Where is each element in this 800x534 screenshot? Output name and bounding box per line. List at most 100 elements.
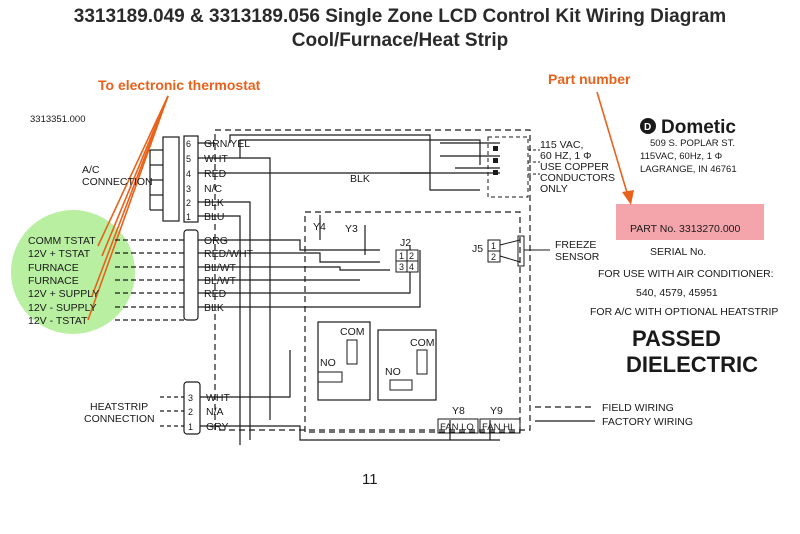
tstat-wire-label: BLK: [204, 302, 224, 314]
ac-pin-number: 2: [186, 198, 191, 208]
tstat-terminal-label: 12V - TSTAT: [28, 315, 88, 327]
passed-label: PASSED: [632, 326, 721, 351]
heatstrip-wire-label: WHT: [206, 392, 230, 404]
heatstrip-wire-label: GRY: [206, 421, 229, 433]
ac-pin-number: 5: [186, 154, 191, 164]
y9-label: Y9: [490, 405, 503, 417]
tstat-wire-label: ORG: [204, 235, 228, 247]
factory-wiring-label: FACTORY WIRING: [602, 416, 693, 428]
page-number: 11: [362, 471, 378, 488]
ac-connector: [149, 135, 199, 223]
heatstrip-pin-number: 3: [188, 393, 193, 403]
heatstrip-pin-number: 1: [188, 422, 193, 432]
part-number-arrow: [596, 91, 634, 205]
serial-number-label: SERIAL No.: [650, 246, 706, 258]
j5-label: J5: [472, 243, 483, 255]
part-number: PART No. 3313270.000: [630, 223, 740, 235]
heatstrip-connection-label-2: CONNECTION: [84, 413, 155, 425]
ac-pin-number: 3: [186, 184, 191, 194]
relay1-no-contact: [317, 371, 343, 383]
freeze-sensor-label-1: FREEZE: [555, 239, 596, 251]
info-line: 540, 4579, 45951: [636, 287, 718, 299]
power-spec-label: 60 HZ, 1 Φ: [540, 150, 592, 162]
thermostat-pointer-lines: [87, 95, 169, 321]
dometic-logo-mark: [640, 118, 656, 134]
ac-wire-label: BLK: [204, 197, 224, 209]
j2-pin: 4: [409, 262, 414, 272]
y4-label: Y4: [313, 221, 326, 233]
fan-hi-label: FAN HI: [482, 422, 513, 433]
j5-connector: [487, 235, 550, 267]
dometic-logo-letter: D: [644, 122, 651, 133]
tstat-terminal-label: 12V + TSTAT: [28, 248, 91, 260]
board-part-number: 3313351.000: [30, 114, 85, 125]
control-board-outline: [214, 129, 531, 433]
ac-wire-label: WHT: [204, 153, 228, 165]
dometic-logo: D Dometic: [640, 117, 736, 138]
wiring-legend: FIELD WIRING FACTORY WIRING: [535, 402, 693, 428]
part-number-highlight: [616, 204, 764, 240]
dielectric-label: DIELECTRIC: [626, 352, 758, 377]
part-number-annotation: Part number: [548, 71, 631, 87]
j2-pin: 3: [399, 262, 404, 272]
relay1-com-label: COM: [340, 326, 365, 338]
heatstrip-wire-label: N/A: [206, 406, 224, 418]
diagram-subtitle: Cool/Furnace/Heat Strip: [291, 30, 509, 51]
y3-label: Y3: [345, 223, 358, 235]
y8-label: Y8: [452, 405, 465, 417]
tstat-terminal-label: COMM TSTAT: [28, 235, 96, 247]
relay2-com-contact: [416, 349, 428, 375]
internal-wiring: [198, 134, 500, 445]
heatstrip-connector: [160, 381, 201, 435]
fan-hi-terminal: [479, 418, 521, 434]
power-spec-label: 115 VAC,: [540, 139, 583, 151]
freeze-sensor-label-2: SENSOR: [555, 251, 600, 263]
tstat-wire-label: BL/WT: [204, 262, 237, 274]
j2-connector: [395, 249, 419, 273]
fan-lo-terminal: [437, 418, 479, 434]
dometic-address-line: LAGRANGE, IN 46761: [640, 164, 737, 175]
power-spec-label: USE COPPER: [540, 161, 609, 173]
relay2-no-label: NO: [385, 366, 401, 378]
thermostat-highlight: [11, 210, 135, 334]
tstat-connector: [183, 229, 199, 321]
thermostat-annotation: To electronic thermostat: [98, 77, 261, 93]
j2-pin: 2: [409, 251, 414, 261]
tstat-terminal-label: FURNACE: [28, 275, 79, 287]
tstat-terminal-label: FURNACE: [28, 262, 79, 274]
relay1-no-label: NO: [320, 357, 336, 369]
fan-lo-label: FAN LO: [440, 422, 474, 433]
diagram-title: 3313189.049 & 3313189.056 Single Zone LC…: [73, 6, 727, 27]
heatstrip-connection-label-1: HEATSTRIP: [90, 401, 148, 413]
power-spec-label: ONLY: [540, 183, 568, 195]
ac-wire-label: BLU: [204, 211, 224, 223]
info-line: FOR A/C WITH OPTIONAL HEATSTRIP: [590, 306, 778, 318]
dometic-brand: Dometic: [661, 117, 736, 138]
tstat-wire-label: RED/WHT: [204, 248, 254, 260]
dometic-address-line: 509 S. POPLAR ST.: [650, 138, 735, 149]
ac-pin-number: 6: [186, 139, 191, 149]
relay2-com-label: COM: [410, 337, 435, 349]
power-terminal-block: [487, 136, 540, 198]
ac-connection-label-2: CONNECTION: [82, 176, 153, 188]
dometic-address-line: 115VAC, 60Hz, 1 Φ: [640, 151, 723, 162]
ac-connection-label-1: A/C: [82, 164, 100, 176]
blk-wire-label: BLK: [350, 173, 370, 185]
field-wiring-label: FIELD WIRING: [602, 402, 674, 414]
j5-pin: 1: [491, 241, 496, 251]
ac-pin-number: 1: [186, 212, 191, 222]
j2-pin: 1: [399, 251, 404, 261]
j5-pin: 2: [491, 252, 496, 262]
info-line: FOR USE WITH AIR CONDITIONER:: [598, 268, 774, 280]
power-spec-label: CONDUCTORS: [540, 172, 615, 184]
relay2-no-contact: [389, 379, 413, 391]
heatstrip-pin-number: 2: [188, 407, 193, 417]
tstat-wire-label: BL/WT: [204, 275, 237, 287]
relay1-com-contact: [346, 339, 358, 365]
ac-pin-number: 4: [186, 169, 191, 179]
tstat-terminal-label: 12V + SUPPLY: [28, 288, 99, 300]
tstat-terminal-label: 12V - SUPPLY: [28, 302, 97, 314]
j2-label: J2: [400, 237, 411, 249]
ac-wire-label: N/C: [204, 183, 223, 195]
